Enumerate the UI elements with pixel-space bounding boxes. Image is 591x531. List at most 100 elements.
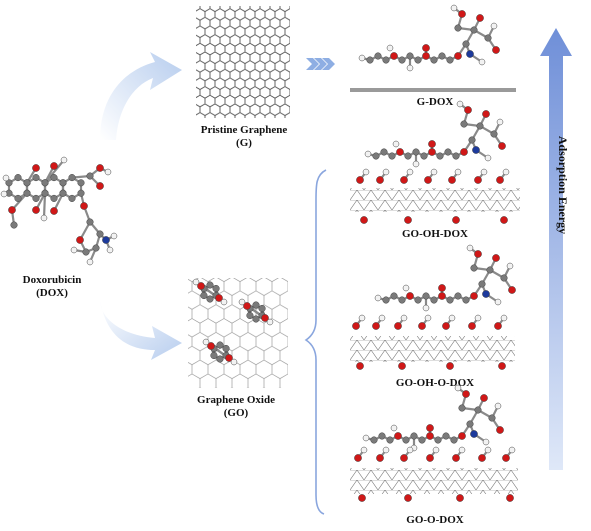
oxygen-atom	[458, 432, 466, 440]
oxygen-atom	[454, 52, 462, 60]
carbon-atom	[82, 248, 90, 256]
graphene-oxide-abbr: (GO)	[223, 407, 249, 419]
carbon-atom	[41, 189, 49, 197]
oxygen-atom	[424, 176, 432, 184]
carbon-atom	[466, 420, 474, 428]
carbon-atom	[470, 26, 478, 34]
hydrogen-atom	[110, 232, 118, 240]
pristine-graphene-sheet	[196, 6, 290, 118]
oxygen-atom	[352, 322, 360, 330]
nitrogen-atom	[466, 50, 474, 58]
oxygen-atom	[506, 494, 514, 502]
go-o-dox-molecule	[354, 384, 516, 502]
hydrogen-atom	[494, 298, 502, 306]
carbon-atom	[462, 296, 470, 304]
grouping-brace	[304, 169, 327, 515]
hydrogen-atom	[358, 314, 366, 322]
carbon-atom	[420, 152, 428, 160]
hydrogen-atom	[424, 314, 432, 322]
oxygen-atom	[418, 322, 426, 330]
carbon-atom	[390, 292, 398, 300]
oxygen-atom	[494, 322, 502, 330]
hydrogen-atom	[406, 168, 414, 176]
oxygen-atom	[396, 148, 404, 156]
carbon-atom	[68, 194, 76, 202]
carbon-atom	[444, 148, 452, 156]
oxygen-atom	[215, 294, 223, 302]
oxygen-atom	[356, 176, 364, 184]
g-dox-label: G-DOX	[416, 96, 454, 108]
oxygen-atom	[356, 362, 364, 370]
hydrogen-atom	[508, 446, 516, 454]
hydrogen-atom	[482, 438, 490, 446]
doxorubicin-name: Doxorubicin	[22, 274, 82, 286]
carbon-atom	[32, 174, 40, 182]
oxygen-atom	[404, 494, 412, 502]
oxygen-atom	[452, 454, 460, 462]
oxygen-atom	[448, 176, 456, 184]
hydrogen-atom	[392, 140, 400, 148]
oxygen-atom	[456, 494, 464, 502]
hydrogen-atom	[500, 314, 508, 322]
oxygen-atom	[492, 46, 500, 54]
nitrogen-atom	[472, 146, 480, 154]
hydrogen-atom	[86, 258, 94, 266]
hydrogen-atom	[266, 318, 274, 326]
carbon-atom	[406, 52, 414, 60]
hydrogen-atom	[454, 168, 462, 176]
hydrogen-atom	[2, 174, 10, 182]
carbon-atom	[200, 291, 208, 300]
oxygen-atom	[400, 176, 408, 184]
oxygen-atom	[96, 164, 104, 172]
oxygen-atom	[482, 110, 490, 118]
oxygen-atom	[358, 494, 366, 502]
carbon-atom	[398, 296, 406, 304]
hydrogen-atom	[490, 22, 498, 30]
hydrogen-atom	[386, 44, 394, 52]
hydrogen-atom	[238, 298, 246, 306]
oxygen-atom	[76, 236, 84, 244]
hydrogen-atom	[60, 156, 68, 164]
g-dox-molecule	[358, 4, 500, 72]
hydrogen-atom	[364, 150, 372, 158]
hydrogen-atom	[412, 160, 420, 168]
hydrogen-atom	[230, 358, 238, 366]
carbon-atom	[436, 152, 444, 160]
carbon-atom	[382, 296, 390, 304]
carbon-atom	[86, 218, 94, 226]
carbon-atom	[32, 194, 40, 202]
carbon-atom	[460, 120, 468, 128]
oxygen-atom	[426, 424, 434, 432]
oxygen-atom	[422, 52, 430, 60]
carbon-atom	[450, 436, 458, 444]
curved-arrow-bottom	[100, 300, 182, 360]
oxygen-atom	[354, 454, 362, 462]
pristine-graphene-abbr: (G)	[236, 137, 252, 149]
hydrogen-atom	[70, 246, 78, 254]
carbon-atom	[258, 304, 266, 313]
oxygen-atom	[474, 176, 482, 184]
hydrogen-atom	[382, 446, 390, 454]
oxygen-atom	[464, 106, 472, 114]
oxygen-atom	[508, 286, 516, 294]
hydrogen-atom	[192, 278, 200, 286]
oxygen-atom	[426, 432, 434, 440]
pristine-graphene-name: Pristine Graphene	[200, 124, 288, 136]
carbon-atom	[442, 432, 450, 440]
oxygen-atom	[460, 148, 468, 156]
carbon-atom	[5, 179, 13, 187]
go-o-dox-sheet	[350, 468, 518, 494]
hydrogen-atom	[422, 304, 430, 312]
hydrogen-atom	[382, 168, 390, 176]
carbon-atom	[252, 301, 260, 309]
carbon-atom	[462, 40, 470, 48]
hydrogen-atom	[450, 4, 458, 12]
oxygen-atom	[446, 362, 454, 370]
oxygen-atom	[496, 426, 504, 434]
carbon-atom	[476, 122, 484, 130]
oxygen-atom	[438, 284, 446, 292]
hydrogen-atom	[374, 294, 382, 302]
g-dox-graphene-edge	[350, 88, 516, 92]
go-oh-o-dox-molecule	[352, 244, 516, 370]
go-oh-dox-molecule	[356, 100, 510, 224]
